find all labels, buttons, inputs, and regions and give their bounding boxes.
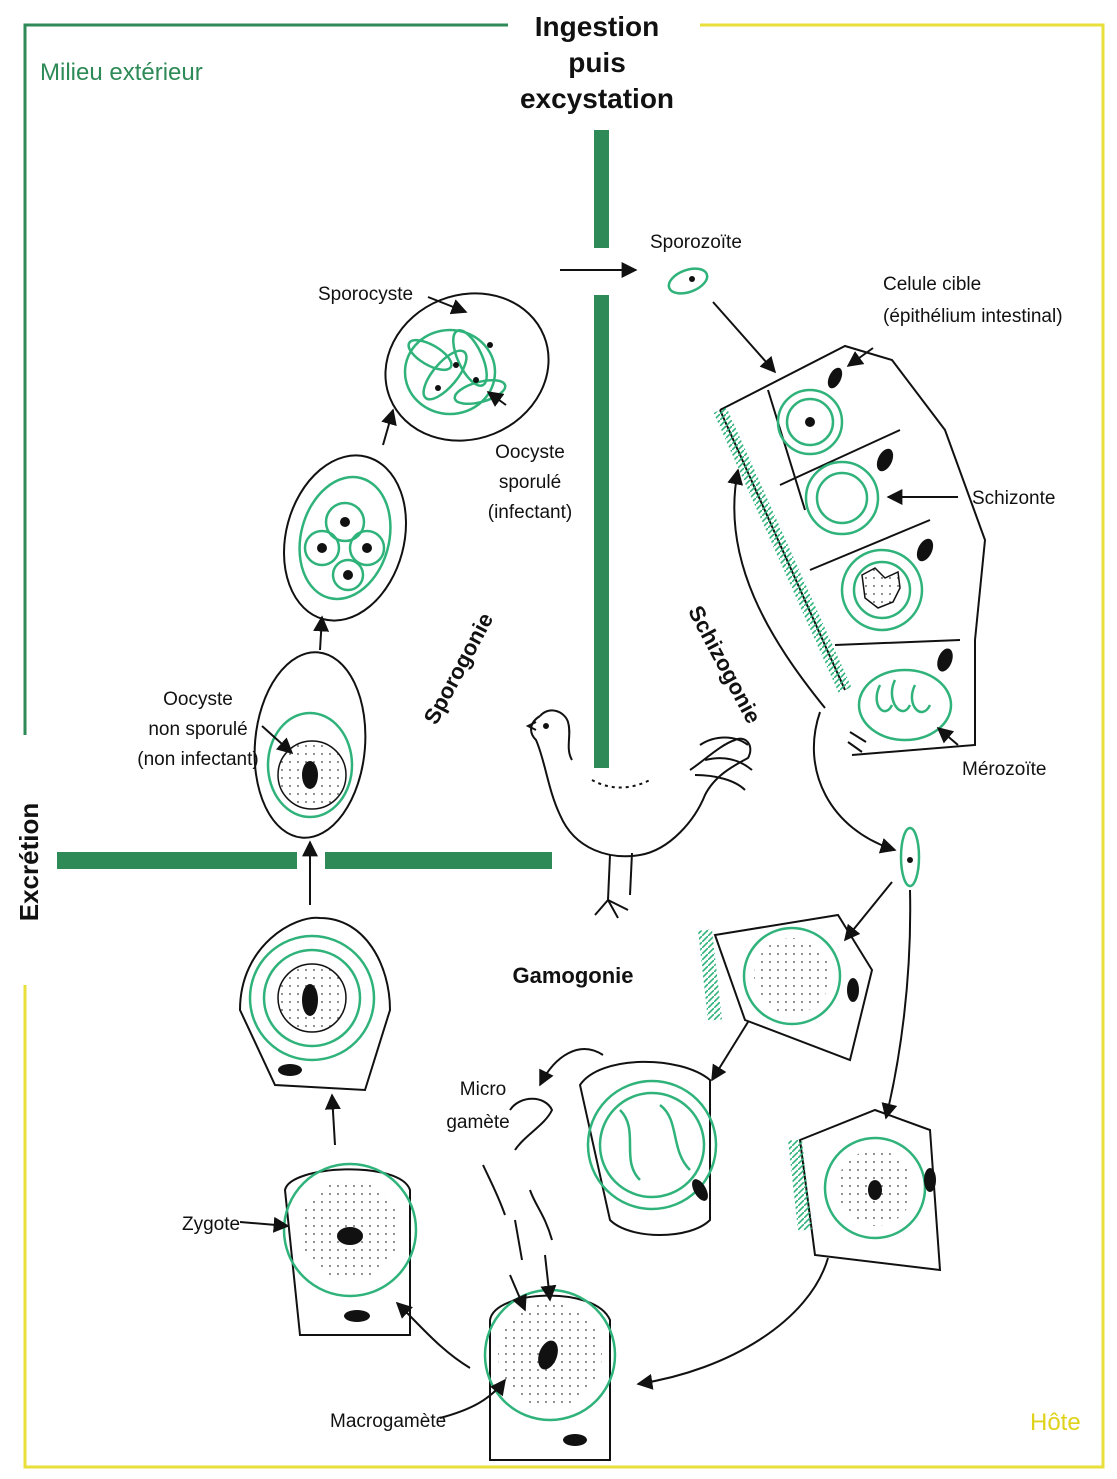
schizogonie-label: Schizogonie <box>683 601 766 727</box>
hote-label: Hôte <box>1030 1409 1081 1436</box>
milieu-exterieur-frame <box>25 25 508 735</box>
oocyste-sporule-line3: (infectant) <box>488 502 572 523</box>
oocyste-sporule-line2: sporulé <box>499 472 561 493</box>
microgamete-line1: Micro <box>460 1079 506 1100</box>
sporocyste-label: Sporocyste <box>318 284 413 305</box>
epithelial-cell-1 <box>778 365 845 454</box>
microgametocyte-cell <box>580 1062 716 1235</box>
merozoite-label: Mérozoïte <box>962 759 1046 780</box>
young-oocyst-cell <box>240 918 390 1090</box>
ingestion-line2: puis <box>568 47 626 78</box>
gamogonie-label: Gamogonie <box>512 963 633 988</box>
milieu-exterieur-label: Milieu extérieur <box>40 59 203 86</box>
cellule-cible-line1: Celule cible <box>883 274 981 295</box>
merozoite-release-cell <box>848 646 956 752</box>
schizont-cell <box>806 446 896 534</box>
chicken-illustration <box>528 710 752 918</box>
ingestion-line3: excystation <box>520 83 674 114</box>
schizonte-label: Schizonte <box>972 488 1055 509</box>
sporogonie-label: Sporogonie <box>419 609 498 729</box>
oocyste-non-sporule-line1: Oocyste <box>163 689 233 710</box>
sporozoite <box>665 264 710 298</box>
macrogametocyte-cell-right <box>795 1110 940 1270</box>
oocyste-non-sporule-line3: (non infectant) <box>137 749 258 770</box>
intestinal-epithelium <box>720 346 985 755</box>
macrogamete-label: Macrogamète <box>330 1411 446 1432</box>
oocyste-non-sporule-line2: non sporulé <box>148 719 247 740</box>
zygote-label: Zygote <box>182 1214 240 1235</box>
sporozoite-label: Sporozoïte <box>650 232 742 253</box>
ingestion-line1: Ingestion <box>535 11 659 42</box>
merozoite <box>901 828 919 886</box>
hote-frame <box>25 25 1103 1467</box>
cellule-cible-line2: (épithélium intestinal) <box>883 306 1063 327</box>
ingestion-title: Ingestion puis excystation <box>520 11 674 114</box>
microgamete-line2: gamète <box>446 1112 509 1133</box>
macrogamete-cell <box>485 1290 615 1460</box>
zygote-cell <box>284 1164 416 1335</box>
developing-oocyst <box>266 442 423 635</box>
excretion-label: Excrétion <box>14 803 44 922</box>
unsporulated-oocyst <box>247 648 373 843</box>
oocyste-sporule-line1: Oocyste <box>495 442 565 463</box>
